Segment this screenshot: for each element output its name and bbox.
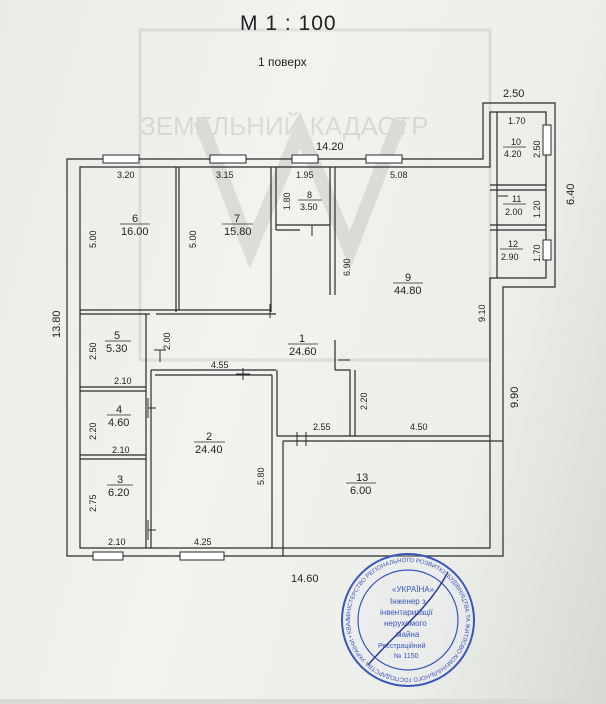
room-10-height: 2.50 [532,140,542,158]
watermark: ЗЕМЕЛЬНИЙ КАДАСТР [138,28,492,362]
official-stamp: МІНІСТЕРСТВО РЕГІОНАЛЬНОГО РОЗВИТКУ, БУД… [341,553,475,687]
room-5: 2.50 5 5.30 2.10 [88,330,132,386]
room-7-number: 7 [234,213,240,225]
room-6-number: 6 [132,213,138,225]
windows [92,124,552,561]
room-5-number: 5 [114,330,120,342]
floor-title: 1 поверх [258,55,307,69]
room-7-height: 5.00 [188,230,198,248]
room-8-width: 1.95 [296,170,314,180]
room-4-number: 4 [116,404,122,416]
room-9-width: 5.08 [390,170,408,180]
room-3: 2.75 3 6.20 2.10 [88,474,133,547]
room-1-area: 24.60 [289,346,317,358]
stamp-line-6: Реєстраційний [378,642,426,650]
stamp-line-3: інвентаризації [380,608,434,617]
dim-top-width: 14.20 [316,141,344,153]
room-7: 3.15 5.00 7 15.80 [188,170,253,248]
room-11-number: 11 [512,194,521,204]
watermark-text: ЗЕМЕЛЬНИЙ КАДАСТР [140,111,428,141]
room-9-bottom-width: 4.50 [410,422,428,432]
room-2-area: 24.40 [195,444,223,456]
room-1-number: 1 [299,333,305,345]
room-7-width: 3.15 [216,170,234,180]
room-5-width: 2.10 [114,376,132,386]
room-12-area: 2.90 [501,252,519,262]
room-12-number: 12 [508,239,518,249]
room-2-height: 5.80 [256,467,266,485]
room-13-area: 6.00 [350,485,371,497]
room-2-width: 4.25 [194,537,212,547]
room-8: 1.95 1.80 8 3.50 [282,170,322,212]
interior-walls [80,112,546,556]
room-9-corridor-height: 2.20 [359,392,369,410]
room-9-height-right: 9.10 [477,304,487,322]
room-8-area: 3.50 [300,202,318,212]
room-11-height: 1.20 [532,200,542,218]
room-12: 12 2.90 1.70 [500,239,542,262]
stamp-line-4: нерухомого [384,619,427,628]
dim-right-height-upper: 6.40 [565,184,577,205]
stamp-line-7: № 1150 [394,653,419,660]
dim-right-height-lower: 9.90 [509,387,521,408]
dim-bottom-width: 14.60 [291,573,319,585]
room-4: 2.20 4 4.60 2.10 [88,404,131,455]
room-3-number: 3 [117,474,123,486]
room-9-number: 9 [405,272,411,284]
room-8-height: 1.80 [282,192,292,210]
room-7-area: 15.80 [224,226,252,238]
room-1: 1 24.60 4.55 2.00 2.55 [162,332,331,432]
room-1-left-height: 2.00 [162,332,172,350]
room-5-height: 2.50 [88,342,98,360]
room-6-area: 16.00 [121,226,149,238]
room-10-width: 1.70 [508,116,526,126]
room-9-area: 44.80 [394,285,422,297]
scale-title: М 1 : 100 [240,12,337,35]
room-8-number: 8 [307,190,312,200]
room-4-height: 2.20 [88,422,98,440]
room-1-width: 4.55 [211,360,229,370]
dim-left-height: 13.80 [51,310,63,338]
dim-top-right: 2.50 [503,88,524,100]
room-9-height-left: 6.90 [342,258,352,276]
room-2-number: 2 [206,431,212,443]
room-13: 13 6.00 [346,472,376,497]
room-5-area: 5.30 [106,343,127,355]
room-10-number: 10 [511,137,521,147]
room-6: 3.20 5.00 6 16.00 [88,170,150,248]
room-1-bottom-width: 2.55 [313,422,331,432]
room-11: 11 2.00 1.20 [503,194,542,218]
room-4-area: 4.60 [108,417,129,429]
room-6-height: 5.00 [88,230,98,248]
room-4-width: 2.10 [112,445,130,455]
stamp-line-1: «УКРАЇНА» [392,585,435,594]
room-12-height: 1.70 [532,244,542,262]
stamp-line-5: майна [396,630,420,639]
door-marks [147,195,508,540]
signature [367,571,449,666]
room-13-number: 13 [356,472,368,484]
room-6-width: 3.20 [117,170,135,180]
room-3-area: 6.20 [108,487,129,499]
room-2: 2 24.40 5.80 4.25 [194,431,266,547]
room-3-width: 2.10 [108,537,126,547]
room-10-area: 4.20 [504,149,522,159]
room-11-area: 2.00 [505,207,523,217]
room-9: 5.08 6.90 9.10 9 44.80 2.20 4.50 [342,170,487,432]
room-10: 1.70 10 4.20 2.50 [503,116,542,159]
room-3-height: 2.75 [88,494,98,512]
stamp-line-2: Інженер з [390,597,426,606]
